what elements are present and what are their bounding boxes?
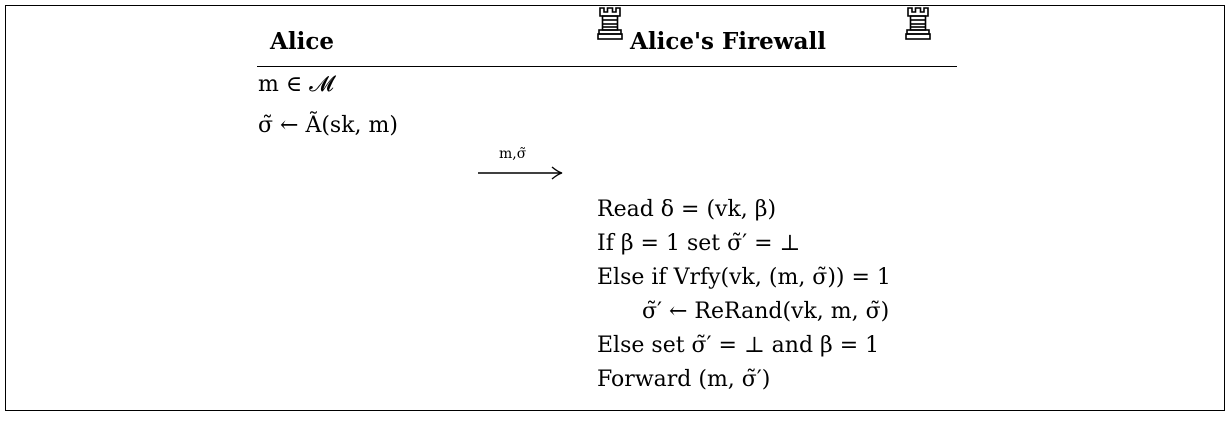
firewall-line-6: Forward (m, σ̃′) (597, 367, 771, 392)
rook-icon (597, 7, 623, 40)
protocol-frame (5, 5, 1225, 411)
alice-line-1: m ∈ 𝓜 (258, 72, 334, 97)
rook-icon (905, 7, 931, 40)
header-rule (257, 66, 957, 67)
message-label: m,σ̃ (499, 146, 527, 162)
firewall-line-5: Else set σ̃′ = ⊥ and β = 1 (597, 333, 880, 358)
alice-header: Alice (270, 28, 334, 55)
firewall-line-4: σ̃′ ← ReRand(vk, m, σ̃) (642, 299, 890, 324)
firewall-line-2: If β = 1 set σ̃′ = ⊥ (597, 231, 801, 256)
firewall-line-3: Else if Vrfy(vk, (m, σ̃)) = 1 (597, 265, 891, 290)
alice-line-2: σ̃ ← Ã(sk, m) (258, 113, 398, 138)
firewall-line-1: Read δ = (vk, β) (597, 197, 777, 222)
firewall-header: Alice's Firewall (630, 28, 826, 55)
message-arrow (478, 166, 563, 180)
